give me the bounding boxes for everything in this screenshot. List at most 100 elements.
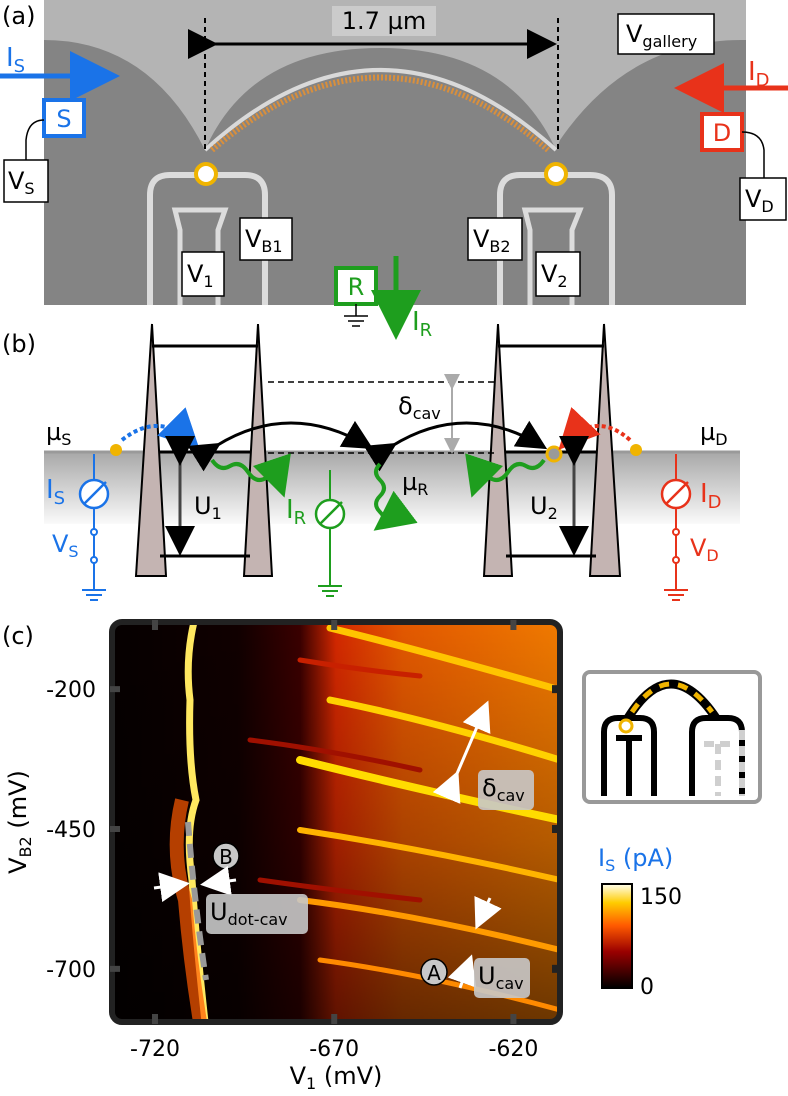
drain-wire — [741, 131, 765, 178]
delta-cav-annot-box — [478, 770, 534, 810]
u-cav-annot-label: Ucav — [478, 962, 524, 993]
cavity-resonance-9 — [257, 877, 423, 903]
panel-b-label: (b) — [2, 330, 36, 358]
drain-voltage-label: VD — [745, 185, 774, 216]
scalebar-label: 1.7 µm — [342, 7, 426, 35]
panel-a-label: (a) — [2, 2, 35, 30]
inset-dot — [618, 718, 634, 734]
gate-left-inner — [171, 207, 229, 305]
cavity-mirror — [203, 68, 558, 152]
gate-v1-label: V1 — [187, 260, 214, 291]
drain-ammeter-label: ID — [700, 479, 722, 513]
barrier-b1-box — [239, 217, 293, 261]
relax-wiggle-cavity — [373, 462, 418, 531]
u-cav-arrow-lower — [447, 954, 477, 989]
cavity-orange-arc — [210, 74, 550, 153]
barrier-b2-label: VB2 — [473, 225, 511, 256]
reservoir-ammeter-needle — [319, 501, 343, 525]
colorbar-title: IS (pA) — [598, 844, 673, 875]
inset-left-gate — [601, 715, 657, 796]
cavity-resonance-3 — [296, 756, 560, 824]
source-ammeter-label: IS — [46, 475, 65, 509]
panel-c-label: (c) — [2, 622, 34, 650]
source-voltage-label: VS — [8, 167, 35, 198]
inset-right-gate — [689, 715, 745, 796]
inset-frame — [582, 670, 762, 804]
mu-s-label: µS — [46, 418, 71, 449]
heatmap — [112, 622, 560, 1022]
source-box-label: S — [56, 105, 71, 133]
x-axis-label: V1 (mV) — [290, 1062, 383, 1093]
barrier-4 — [588, 323, 622, 577]
cavity-resonance-4 — [297, 827, 560, 883]
drain-terminal-bot — [672, 556, 680, 564]
dot-cavity-dashed-guide — [185, 821, 209, 981]
u-cav-annot-box — [474, 958, 530, 998]
relax-wiggle-dot2 — [465, 453, 546, 498]
source-voltage-box — [3, 159, 49, 203]
cavity-resonance-7 — [297, 657, 423, 679]
drain-box — [700, 112, 744, 152]
electron-dot2 — [545, 445, 563, 463]
y-tick-label: -700 — [46, 958, 96, 983]
source-bias-label: VS — [52, 530, 79, 561]
relax-wiggle-dot1 — [210, 453, 291, 498]
delta-cav-annot-arrow — [432, 700, 491, 804]
reservoir-ammeter-label: IR — [286, 495, 306, 529]
source-terminal-top — [90, 528, 98, 536]
marker-a — [420, 958, 448, 986]
inset-left-plunger — [616, 735, 642, 796]
device-inset — [582, 670, 762, 804]
panel-c: (c) δcav Ucav — [2, 619, 762, 1093]
x-tick-label: -670 — [309, 1037, 359, 1062]
gallery-label: Vgallery — [626, 20, 697, 51]
delta-cav-annot-label: δcav — [482, 774, 525, 805]
barrier-b2-box — [467, 217, 523, 261]
delta-cav-label: δcav — [398, 392, 441, 423]
drain-terminal-top — [672, 528, 680, 536]
dot-right — [544, 162, 568, 186]
u1-label: U1 — [194, 492, 222, 523]
u-dot-cav-annot-box — [206, 894, 308, 934]
electron-dot1 — [195, 445, 213, 463]
barrier-1 — [134, 323, 168, 577]
scalebar-label-bg — [332, 6, 436, 36]
gallery-label-box — [617, 13, 715, 55]
electron-cavity — [371, 445, 389, 463]
reservoir-current-label: IR — [412, 307, 432, 341]
colorbar: IS (pA) 150 0 — [598, 844, 682, 1000]
y-tick-label: -450 — [46, 818, 96, 843]
heatmap-axes: -720 -670 -620 -200 -450 -700 — [46, 620, 562, 1062]
dot-resonance-line — [184, 622, 209, 1022]
x-tick-label: -620 — [488, 1037, 538, 1062]
colorbar-min-label: 0 — [640, 975, 654, 1000]
gate-right-inner — [521, 207, 584, 305]
gate-v2-box — [535, 251, 581, 297]
colorbar-gradient — [601, 883, 633, 989]
gate-v1-box — [181, 251, 225, 297]
drain-box-label: D — [713, 119, 731, 147]
u2-label: U2 — [530, 492, 558, 523]
drain-ammeter-needle — [665, 481, 689, 505]
dot1-cavity-coupling-arrow — [187, 420, 374, 472]
drain-bias-label: VD — [690, 534, 719, 565]
electron-drain — [630, 444, 642, 456]
panel-b: (b) δcav µS µD µR — [2, 323, 740, 601]
dot2-cavity-coupling-arrow — [363, 420, 548, 472]
colorbar-max-label: 150 — [640, 885, 682, 910]
source-current-label: IS — [6, 43, 25, 77]
u-dot-cav-annot-label: Udot-cav — [210, 898, 288, 929]
marker-b-label: B — [219, 845, 233, 869]
inset-right-gate-ghost — [704, 730, 745, 796]
x-tick-label: -720 — [130, 1037, 180, 1062]
cavity-resonance-1 — [326, 624, 560, 694]
barrier-b1-label: VB1 — [245, 225, 283, 256]
mu-r-label: µR — [402, 468, 428, 499]
source-terminal-bot — [90, 556, 98, 564]
y-axis-label: VB2 (mV) — [4, 770, 35, 874]
cavity-resonance-lines — [247, 624, 560, 1013]
panel-a: (a) 1.7 µm Vgallery IS S VS ID D — [0, 0, 788, 341]
electron-source — [110, 444, 122, 456]
y-tick-label: -200 — [46, 678, 96, 703]
cavity-resonance-5 — [297, 897, 560, 953]
